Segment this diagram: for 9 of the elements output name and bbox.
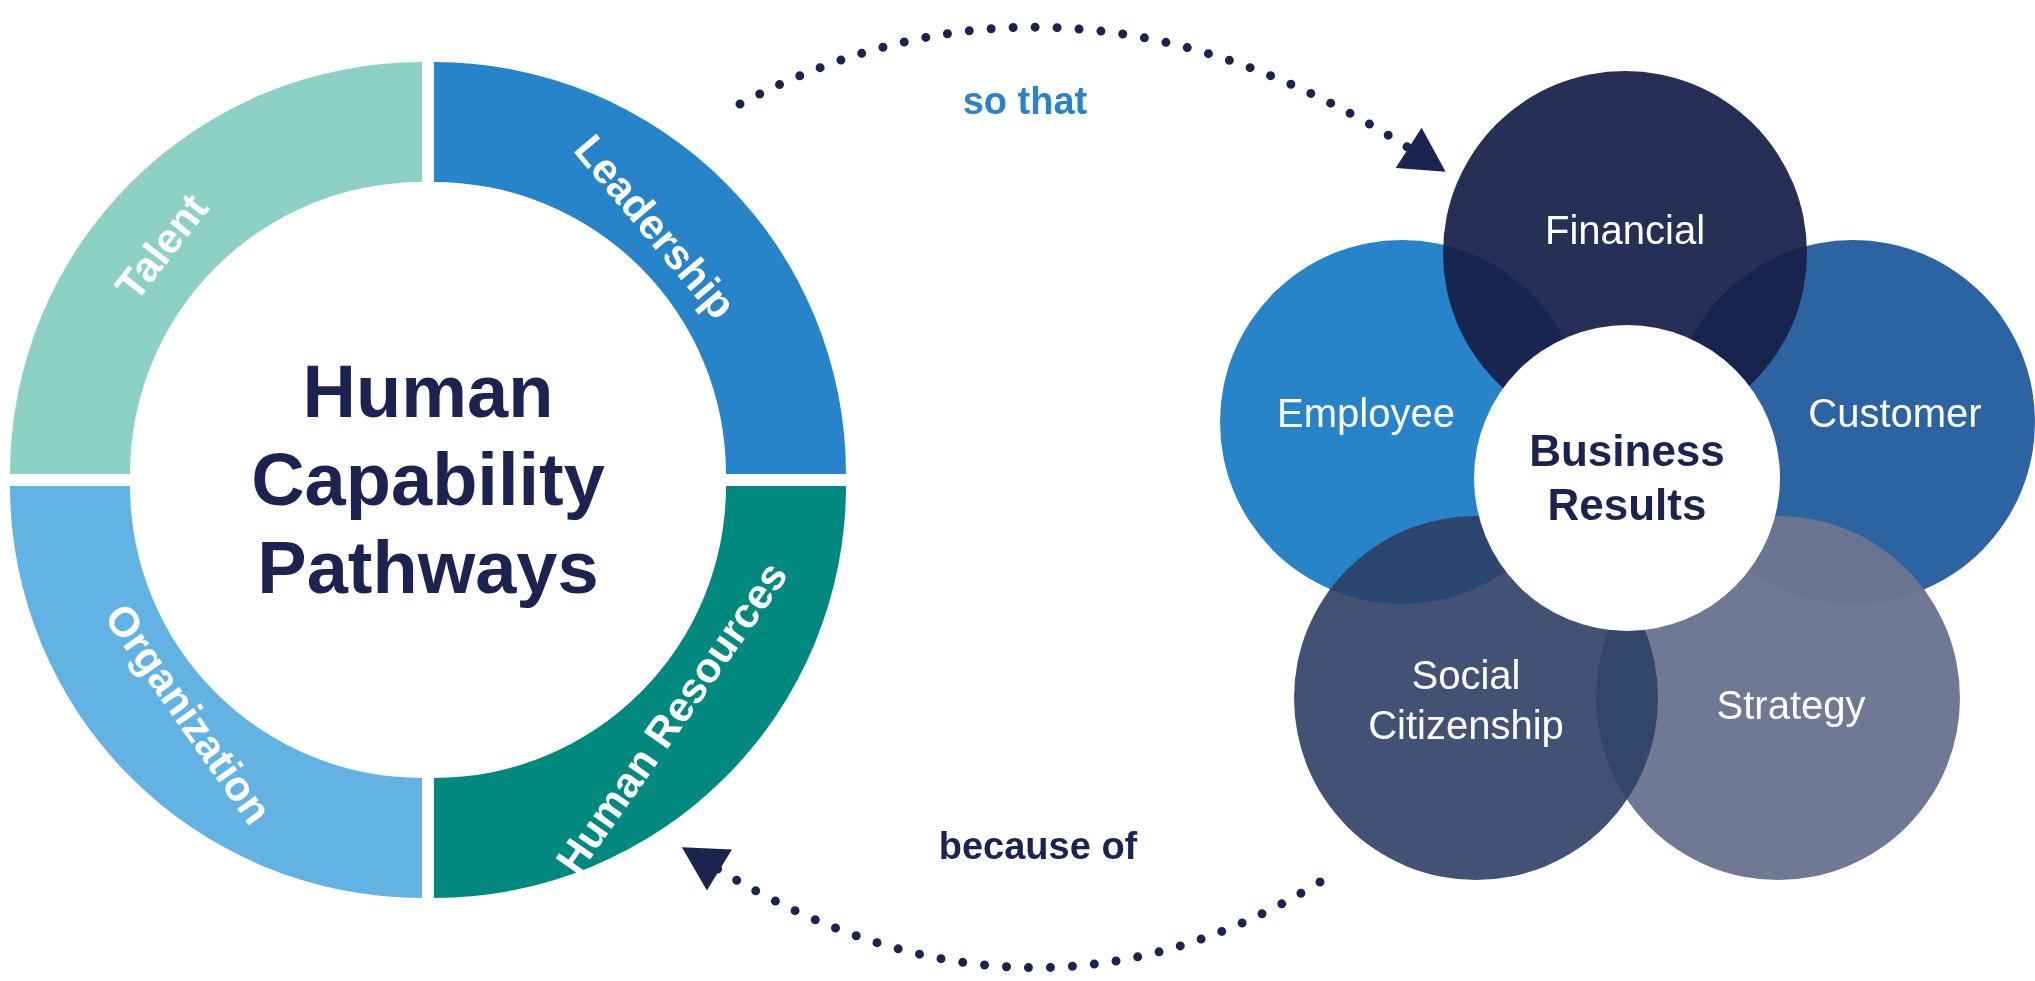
circle-label: Financial — [1543, 207, 1707, 254]
circle-label: Customer — [1808, 390, 1982, 437]
circle-label: Employee — [1277, 390, 1455, 437]
dotted-arrow — [735, 22, 1447, 171]
circle-label: Strategy — [1716, 682, 1866, 729]
center-title: Human Capability Pathways — [251, 349, 606, 609]
center-label: Business Results — [1528, 425, 1726, 531]
dotted-arrow — [681, 848, 1325, 972]
circle-label: Social Citizenship — [1367, 652, 1565, 749]
